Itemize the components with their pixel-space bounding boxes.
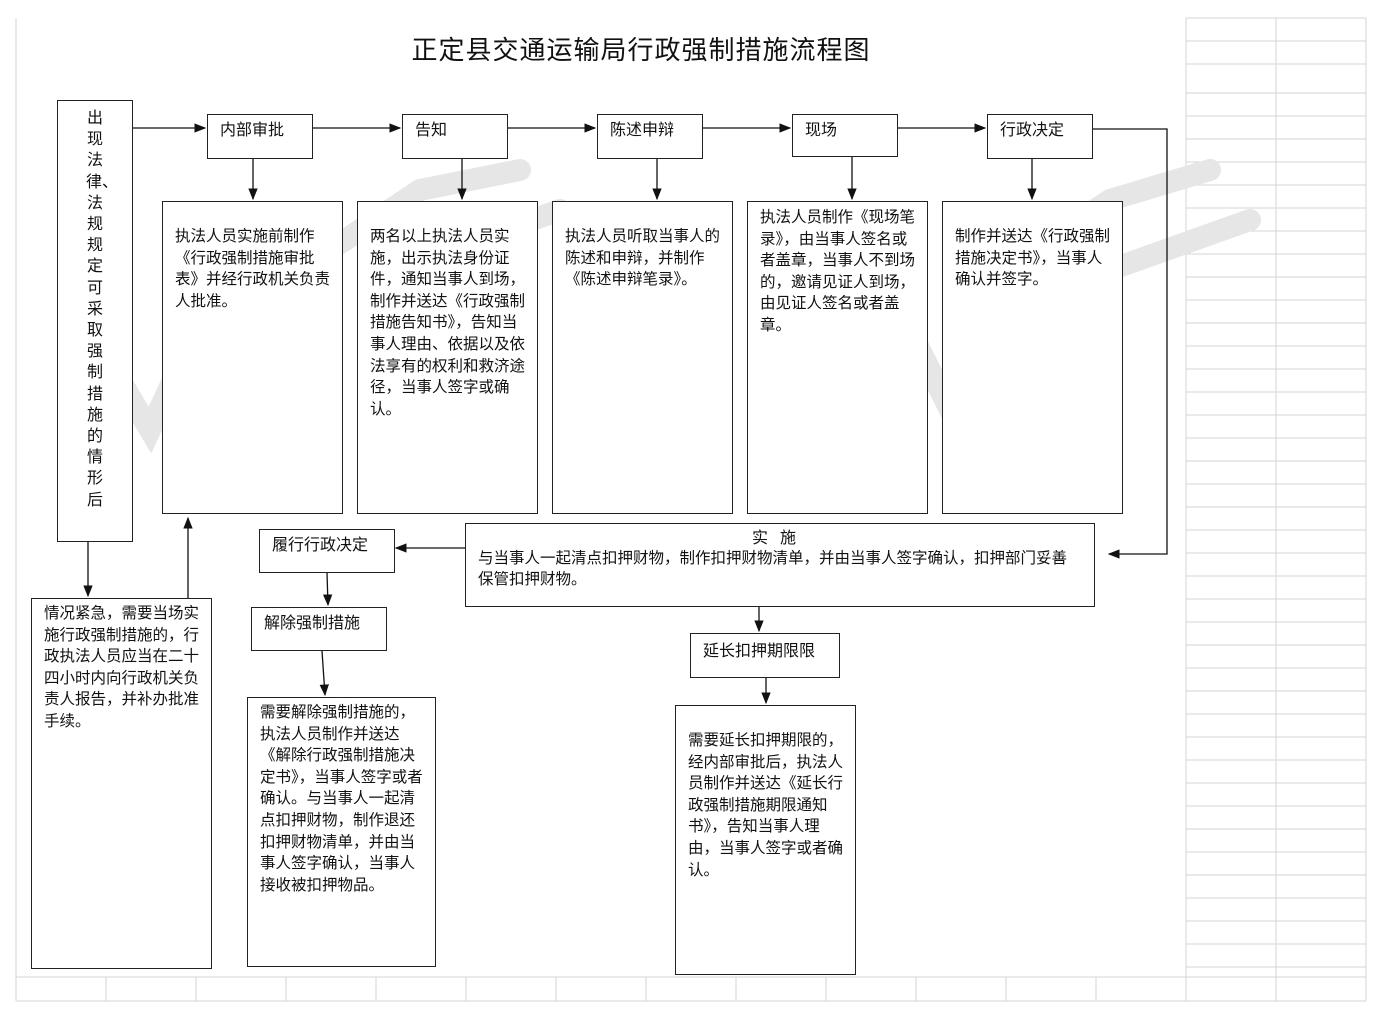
- step-detail-statement-defense: 执法人员听取当事人的陈述和申辩，并制作《陈述申辩笔录》。: [552, 201, 733, 514]
- implement-body: 与当事人一起清点扣押财物，制作扣押财物清单，并由当事人签字确认，扣押部门妥善保管…: [478, 549, 1068, 588]
- release-measure-label: 解除强制措施: [251, 607, 387, 651]
- emergency-box: 情况紧急，需要当场实施行政强制措施的，行政执法人员应当在二十四小时内向行政机关负…: [31, 598, 212, 969]
- page-title: 正定县交通运输局行政强制措施流程图: [411, 36, 871, 66]
- step-detail-internal-approval: 执法人员实施前制作《行政强制措施审批表》并经行政机关负责人批准。: [162, 201, 343, 514]
- step-label-admin-decision: 行政决定: [987, 114, 1093, 159]
- implement-box: 实施 与当事人一起清点扣押财物，制作扣押财物清单，并由当事人签字确认，扣押部门妥…: [465, 523, 1095, 607]
- step-detail-notify: 两名以上执法人员实施，出示执法身份证件，通知当事人到场，制作并送达《行政强制措施…: [357, 201, 538, 514]
- implement-title: 实施: [751, 528, 808, 547]
- extend-detail-box: 需要延长扣押期限的，经内部审批后，执法人员制作并送达《延长行政强制措施期限通知书…: [675, 705, 856, 975]
- trigger-box: 出现法律、法规规定可采取强制措施的情形后: [57, 100, 133, 542]
- step-label-statement-defense: 陈述申辩: [597, 114, 703, 159]
- step-detail-onsite: 执法人员制作《现场笔录》，由当事人签名或者盖章，当事人不到场的，邀请见证人到场，…: [747, 201, 928, 514]
- extend-period-label: 延长扣押期限限: [690, 633, 840, 678]
- trigger-text: 出现法律、法规规定可采取强制措施的情形后: [86, 108, 119, 509]
- step-label-internal-approval: 内部审批: [207, 114, 313, 159]
- release-detail-box: 需要解除强制措施的，执法人员制作并送达《解除行政强制措施决定书》，当事人签字或者…: [247, 697, 436, 967]
- fulfill-decision-label: 履行行政决定: [259, 529, 395, 573]
- step-label-notify: 告知: [402, 114, 508, 159]
- step-detail-admin-decision: 制作并送达《行政强制措施决定书》，当事人确认并签字。: [942, 201, 1123, 514]
- step-label-onsite: 现场: [792, 114, 898, 157]
